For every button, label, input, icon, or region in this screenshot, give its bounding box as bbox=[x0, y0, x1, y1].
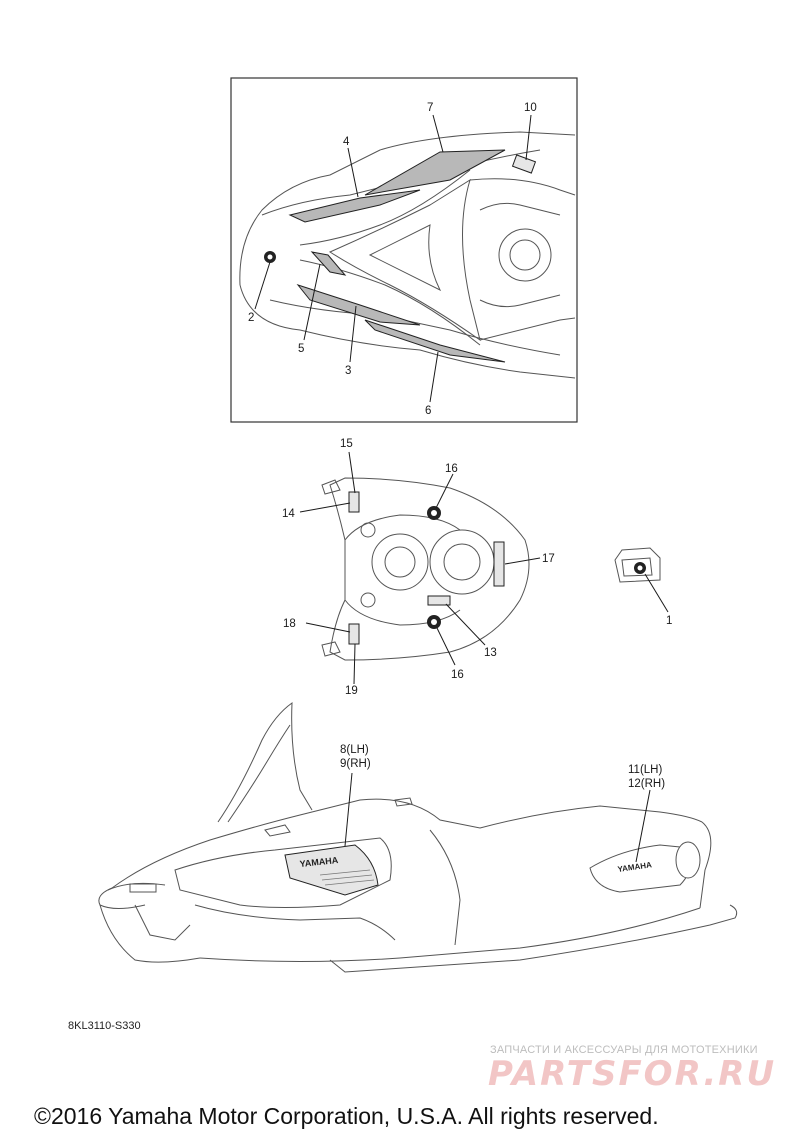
decal-7 bbox=[364, 149, 506, 196]
callout-13: 13 bbox=[484, 647, 497, 659]
callout-12: 12(RH) bbox=[628, 778, 665, 790]
decal-4 bbox=[288, 189, 421, 223]
callout-1: 1 bbox=[666, 615, 672, 627]
decal-6 bbox=[364, 319, 506, 363]
watermark-tagline: ЗАПЧАСТИ И АКСЕССУАРЫ ДЛЯ МОТОТЕХНИКИ bbox=[490, 1044, 758, 1056]
callout-18: 18 bbox=[283, 618, 296, 630]
part-1-emblem bbox=[614, 547, 661, 583]
decal-10 bbox=[511, 154, 537, 174]
decal-5 bbox=[310, 251, 347, 276]
callout-15: 15 bbox=[340, 438, 353, 450]
callout-6: 6 bbox=[425, 405, 431, 417]
snowmobile-side-view: YAMAHA YAMAHA bbox=[98, 702, 738, 973]
callout-16b: 16 bbox=[451, 669, 464, 681]
decal-13 bbox=[427, 595, 451, 606]
decal-17 bbox=[493, 541, 505, 587]
watermark-logo: PARTSFOR.RU bbox=[488, 1054, 777, 1094]
rear-top-view bbox=[321, 477, 530, 661]
callout-16a: 16 bbox=[445, 463, 458, 475]
callout-14: 14 bbox=[282, 508, 295, 520]
callout-9: 9(RH) bbox=[340, 758, 371, 770]
callout-2: 2 bbox=[248, 312, 254, 324]
callout-5: 5 bbox=[298, 343, 304, 355]
callout-3: 3 bbox=[345, 365, 351, 377]
decal-3 bbox=[296, 284, 421, 326]
callout-10: 10 bbox=[524, 102, 537, 114]
yamaha-rear-decal-text: YAMAHA bbox=[617, 860, 653, 874]
callout-19: 19 bbox=[345, 685, 358, 697]
inset-frame bbox=[230, 77, 578, 423]
diagram-code: 8KL3110-S330 bbox=[68, 1020, 141, 1032]
decal-15 bbox=[348, 491, 360, 513]
callout-7: 7 bbox=[427, 102, 433, 114]
callout-17: 17 bbox=[542, 553, 555, 565]
hood-top-view bbox=[230, 77, 578, 423]
yamaha-side-decal-text: YAMAHA bbox=[299, 855, 339, 869]
decal-8-9 bbox=[284, 844, 379, 896]
decal-19 bbox=[348, 623, 360, 645]
copyright-notice: ©2016 Yamaha Motor Corporation, U.S.A. A… bbox=[34, 1103, 659, 1129]
callout-11: 11(LH) bbox=[628, 764, 662, 776]
callout-4: 4 bbox=[343, 136, 350, 148]
callout-8: 8(LH) bbox=[340, 744, 369, 756]
